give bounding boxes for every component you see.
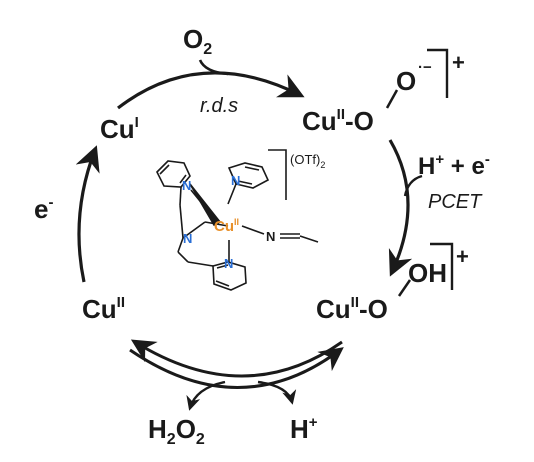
cu1-label: CuI — [100, 114, 139, 144]
arrow-o2-input — [198, 59, 229, 76]
superoxo-cu-label: CuII-O — [302, 106, 374, 136]
arrow-hplus-input — [257, 380, 297, 405]
pyridine-ring-left — [156, 160, 191, 188]
superoxo-radical: ·− — [418, 59, 432, 76]
hydroperoxo-cu-label: CuII-O — [316, 294, 388, 324]
complex-n-top: N — [231, 173, 240, 188]
arrow-cu2-to-cu1 — [75, 145, 100, 283]
arrow-h2o2-output — [186, 380, 226, 411]
e-minus-label: e- — [34, 194, 53, 224]
pyridine-ring-bottom — [212, 261, 247, 291]
hydroperoxo-charge: + — [456, 244, 469, 269]
complex-n-upperleft: N — [182, 178, 191, 193]
superoxo-bracket — [427, 48, 449, 98]
arrow-pcet-input — [403, 174, 423, 197]
cu2-label: CuII — [82, 294, 125, 324]
complex-copper-center: CuII — [214, 217, 239, 235]
copper-complex-structure — [156, 149, 319, 291]
hydroperoxo-oh: OH — [408, 258, 447, 288]
h2o2-label: H2O2 — [148, 414, 205, 448]
arrow-cu1-to-superoxo — [117, 71, 305, 110]
pcet-label: PCET — [428, 191, 483, 213]
complex-n-left: N — [183, 231, 192, 246]
superoxo-o-o-bond — [385, 89, 399, 109]
arrow-hydroperoxo-to-cu2-lower — [129, 347, 344, 389]
rds-label: r.d.s — [200, 95, 238, 117]
superoxo-terminal-o: O — [396, 66, 416, 96]
hydroperoxo-species: CuII-O OH + — [316, 242, 469, 324]
complex-n-bottom: N — [224, 256, 233, 271]
acetonitrile-n: N — [266, 229, 275, 244]
complex-bracket — [268, 149, 287, 200]
superoxo-charge: + — [452, 50, 465, 75]
hplus-label: H+ — [290, 414, 318, 444]
hydroperoxo-o-o-bond — [397, 279, 412, 297]
hydroperoxo-bracket — [430, 242, 454, 290]
o2-label: O2 — [183, 24, 212, 58]
counterion-label: (OTf)2 — [290, 152, 325, 170]
superoxo-species: CuII-O O ·− + — [302, 48, 465, 136]
pcet-reagents: H+ + e- — [418, 151, 490, 180]
arrow-superoxo-to-hydroperoxo — [388, 139, 413, 277]
